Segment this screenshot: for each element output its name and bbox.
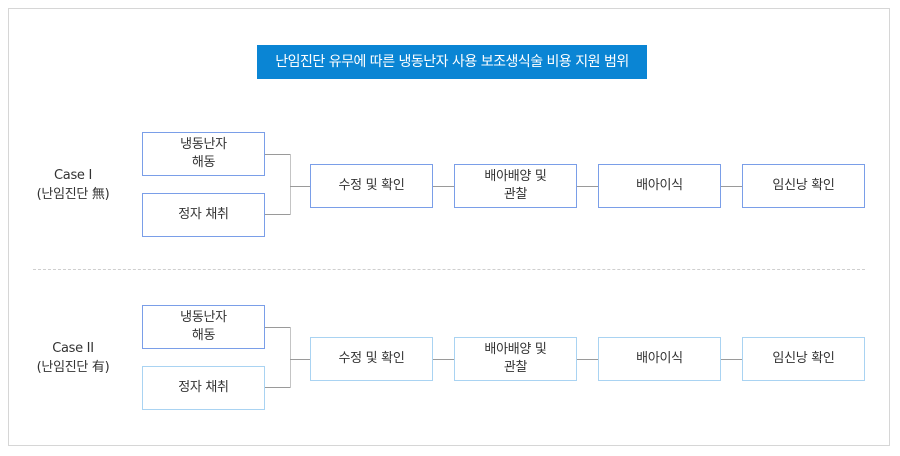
case-1-thaw-eggs-box: 냉동난자 해동 xyxy=(142,132,265,176)
case-2-thaw-eggs-box: 냉동난자 해동 xyxy=(142,305,265,349)
case-1-connector-merge xyxy=(290,186,310,187)
case-1-label: Case I (난임진단 無) xyxy=(13,166,133,204)
case-2-label: Case II (난임진단 有) xyxy=(13,339,133,377)
case-2-step-embryo-culture: 배아배양 및 관찰 xyxy=(454,337,577,381)
case-2-sperm-collection-box: 정자 채취 xyxy=(142,366,265,410)
case-1-arrow-2 xyxy=(577,186,598,187)
case-2-step-fertilization: 수정 및 확인 xyxy=(310,337,433,381)
case-1-arrow-1 xyxy=(433,186,454,187)
case-1-connector-top xyxy=(265,154,290,155)
case-2-step-pregnancy-confirm: 임신낭 확인 xyxy=(742,337,865,381)
case-1-step-embryo-culture: 배아배양 및 관찰 xyxy=(454,164,577,208)
case-2-arrow-3 xyxy=(721,359,742,360)
case-1-name: Case I xyxy=(54,168,92,183)
case-separator xyxy=(33,269,865,270)
case-1-condition: (난임진단 無) xyxy=(36,187,110,202)
case-2-connector-merge xyxy=(290,359,310,360)
diagram-title: 난임진단 유무에 따른 냉동난자 사용 보조생식술 비용 지원 범위 xyxy=(257,45,647,79)
case-1-connector-vertical xyxy=(290,154,291,215)
case-2-name: Case II xyxy=(52,341,94,356)
case-2-step-embryo-transfer: 배아이식 xyxy=(598,337,721,381)
case-1-step-embryo-transfer: 배아이식 xyxy=(598,164,721,208)
case-2-condition: (난임진단 有) xyxy=(36,360,110,375)
case-1-sperm-collection-box: 정자 채취 xyxy=(142,193,265,237)
case-1-connector-bottom xyxy=(265,214,290,215)
case-2-connector-top xyxy=(265,327,290,328)
case-2-arrow-2 xyxy=(577,359,598,360)
case-1-step-fertilization: 수정 및 확인 xyxy=(310,164,433,208)
case-2-arrow-1 xyxy=(433,359,454,360)
case-1-step-pregnancy-confirm: 임신낭 확인 xyxy=(742,164,865,208)
case-2-connector-bottom xyxy=(265,387,290,388)
case-1-arrow-3 xyxy=(721,186,742,187)
case-2-connector-vertical xyxy=(290,327,291,388)
